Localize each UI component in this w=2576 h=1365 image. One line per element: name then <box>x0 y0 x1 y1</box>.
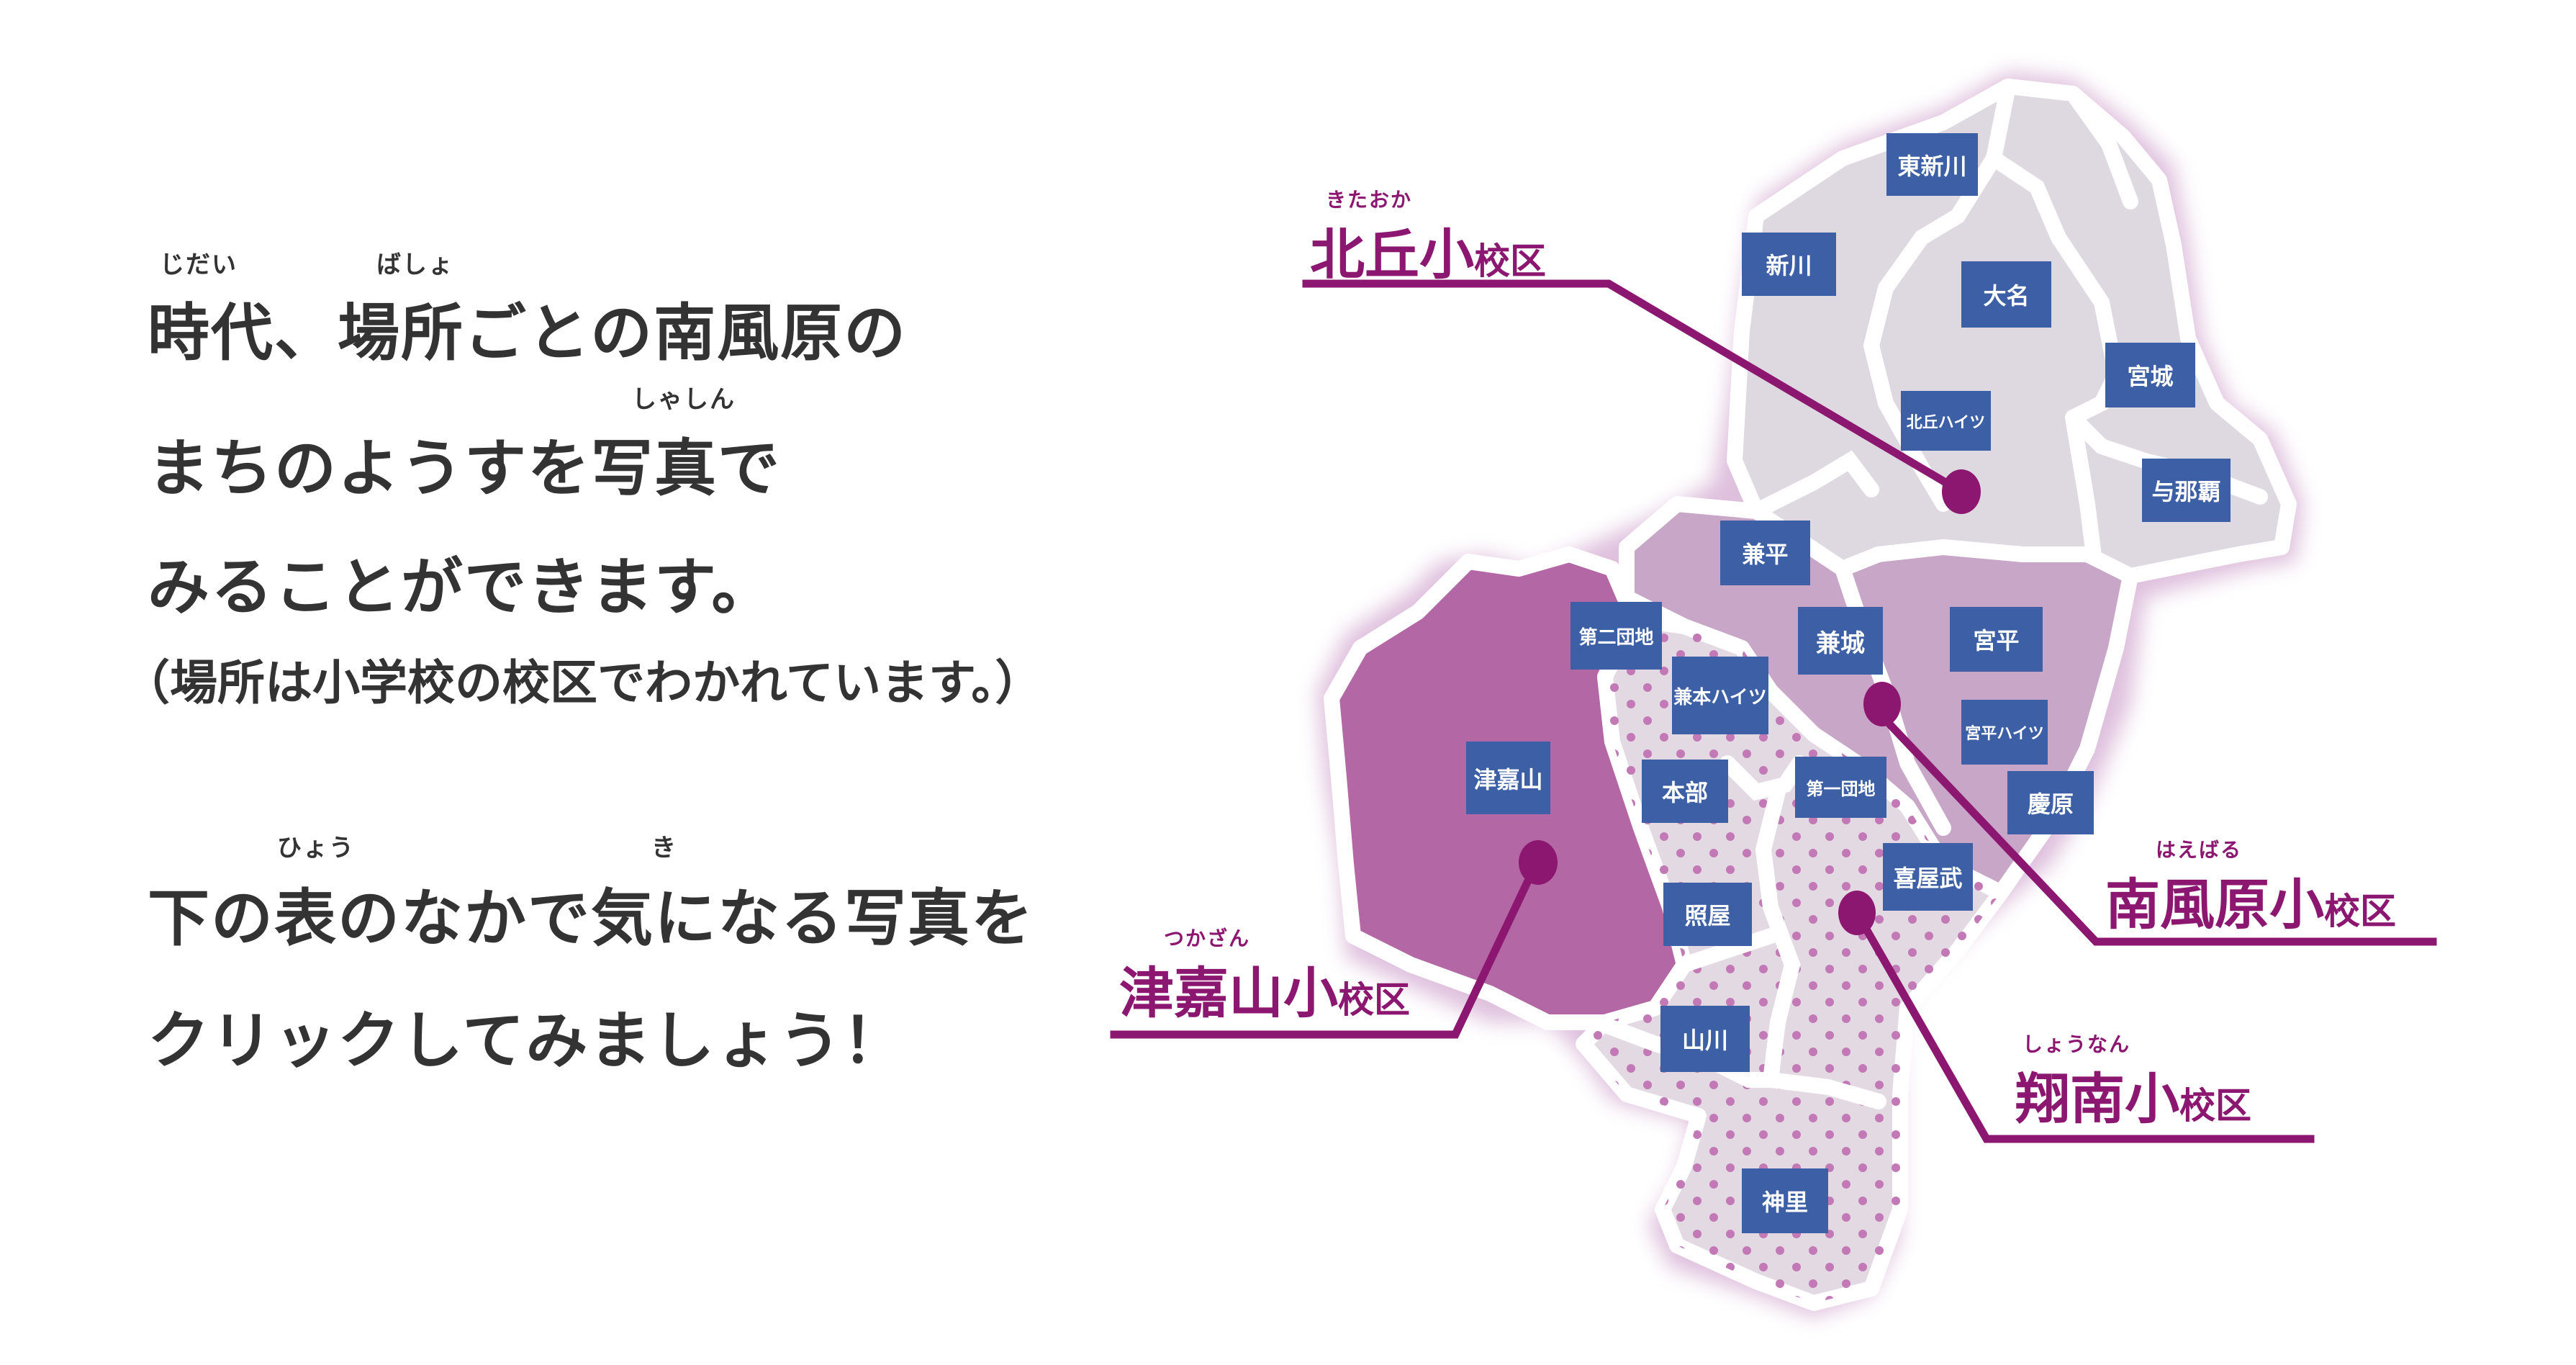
ruby-ki: き <box>651 834 677 862</box>
pin-haebaru <box>1863 682 1901 726</box>
leader-line-shonan <box>1851 907 2315 1143</box>
intro-line-1: 時代、場所ごとの南風原の <box>148 297 908 369</box>
school-name-tsukazan: 津嘉山小 <box>1119 961 1338 1025</box>
school-label-shonan[interactable]: しょうなん 翔南小校区 <box>2015 1032 2251 1134</box>
area-label-keibara[interactable]: 慶原 <box>2007 771 2094 834</box>
area-label-kanegusuku[interactable]: 兼城 <box>1798 607 1883 675</box>
school-kana-kitaoka: きたおか <box>1326 188 1413 212</box>
ruby-shashin: しゃしん <box>632 385 736 414</box>
school-name-shonan: 翔南小 <box>2015 1067 2179 1131</box>
pin-tsukazan <box>1519 840 1558 885</box>
area-label-miyahira-heights[interactable]: 宮平ハイツ <box>1961 700 2048 765</box>
intro-line-3: みることができます。 <box>148 551 775 623</box>
school-kana-tsukazan: つかざん <box>1164 927 1251 950</box>
area-label-miyagi[interactable]: 宮城 <box>2105 343 2195 407</box>
area-label-tsukazan[interactable]: 津嘉山 <box>1466 742 1550 814</box>
school-suffix-shonan: 校区 <box>2179 1085 2251 1127</box>
area-label-aragawa[interactable]: 新川 <box>1742 233 1836 296</box>
school-name-haebaru: 南風原小 <box>2105 873 2324 937</box>
area-label-motobu[interactable]: 本部 <box>1642 760 1728 823</box>
area-label-omina[interactable]: 大名 <box>1961 261 2051 328</box>
school-name-kitaoka: 北丘小 <box>1310 222 1474 287</box>
area-label-daini-danchi[interactable]: 第二団地 <box>1571 602 1662 670</box>
school-suffix-kitaoka: 校区 <box>1474 240 1546 282</box>
school-label-kitaoka[interactable]: きたおか 北丘小校区 <box>1310 188 1546 289</box>
ruby-jidai: じだい <box>160 251 238 279</box>
area-label-teruya[interactable]: 照屋 <box>1663 883 1752 946</box>
leader-line-haebaru <box>1876 711 2437 946</box>
ruby-basho: ばしょ <box>376 251 454 279</box>
pin-shonan <box>1838 891 1876 935</box>
area-label-kyan[interactable]: 喜屋武 <box>1883 843 1973 911</box>
intro-line-5: クリックしてみましょう！ <box>148 1005 906 1077</box>
school-suffix-haebaru: 校区 <box>2324 891 2396 932</box>
intro-line-4: 下の表のなかで気になる写真を <box>148 883 1034 955</box>
area-label-kitaoka-heights[interactable]: 北丘ハイツ <box>1901 391 1991 451</box>
pin-kitaoka <box>1942 469 1981 514</box>
area-label-yonaha[interactable]: 与那覇 <box>2142 459 2231 522</box>
area-label-higashi-aragawa[interactable]: 東新川 <box>1886 133 1978 196</box>
area-label-kanzato[interactable]: 神里 <box>1742 1168 1828 1233</box>
area-label-kanemoto-heights[interactable]: 兼本ハイツ <box>1672 657 1768 734</box>
school-label-tsukazan[interactable]: つかざん 津嘉山小校区 <box>1119 927 1410 1028</box>
leader-line-kitaoka <box>1302 279 1967 497</box>
school-kana-shonan: しょうなん <box>2023 1032 2131 1056</box>
leader-line-tsukazan <box>1110 857 1542 1039</box>
area-label-kanehira[interactable]: 兼平 <box>1720 521 1810 585</box>
school-kana-haebaru: はえばる <box>2156 838 2243 862</box>
school-suffix-tsukazan: 校区 <box>1338 979 1410 1021</box>
ruby-hyou: ひょう <box>277 834 355 862</box>
intro-line-2: まちのようすを写真で <box>148 433 781 505</box>
area-label-miyahira[interactable]: 宮平 <box>1950 607 2043 672</box>
area-label-daiichi-danchi[interactable]: 第一団地 <box>1795 757 1886 818</box>
intro-note: （場所は小学校の校区でわかれています。） <box>122 655 1043 711</box>
area-label-yamakawa[interactable]: 山川 <box>1660 1006 1750 1072</box>
school-label-haebaru[interactable]: はえばる 南風原小校区 <box>2105 838 2396 940</box>
